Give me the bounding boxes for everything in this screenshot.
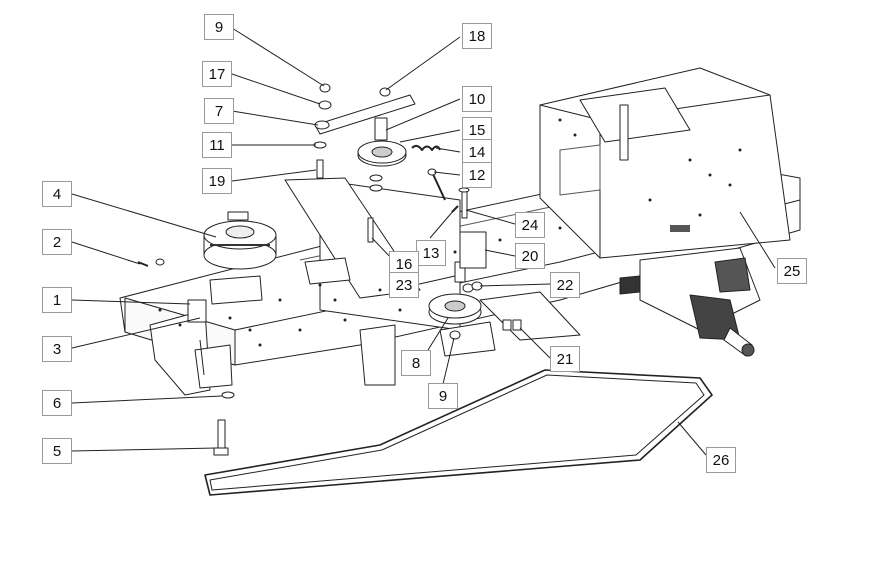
callout-5: 5: [42, 438, 72, 464]
callout-7: 7: [204, 98, 234, 124]
callout-3: 3: [42, 336, 72, 362]
callout-4: 4: [42, 181, 72, 207]
callout-26: 26: [706, 447, 736, 473]
rear-housing: [539, 67, 791, 259]
callout-20: 20: [515, 243, 545, 269]
pto-clutch: [203, 211, 277, 270]
callout-13: 13: [416, 240, 446, 266]
callout-22: 22: [550, 272, 580, 298]
callout-2: 2: [42, 229, 72, 255]
callout-19: 19: [202, 168, 232, 194]
callout-17: 17: [202, 61, 232, 87]
callout-18: 18: [462, 23, 492, 49]
idler-arm: [314, 94, 416, 167]
hardware: [137, 83, 522, 456]
callout-15: 15: [462, 117, 492, 143]
callout-9: 9: [204, 14, 234, 40]
leader-lines: [71, 27, 776, 456]
spring-and-bolt: [411, 144, 470, 219]
callout-24: 24: [515, 212, 545, 238]
housing-holes: [558, 118, 742, 217]
callout-8: 8: [401, 350, 431, 376]
callout-12: 12: [462, 162, 492, 188]
callout-11: 11: [202, 132, 232, 158]
callout-6: 6: [42, 390, 72, 416]
callout-25: 25: [777, 258, 807, 284]
callout-10: 10: [462, 86, 492, 112]
callout-9b: 9: [428, 383, 458, 409]
lower-idler-pulley: [428, 293, 482, 340]
transaxle: [619, 247, 761, 357]
callout-23: 23: [389, 272, 419, 298]
drive-belt: [204, 369, 713, 496]
callout-21: 21: [550, 346, 580, 372]
callout-1: 1: [42, 287, 72, 313]
